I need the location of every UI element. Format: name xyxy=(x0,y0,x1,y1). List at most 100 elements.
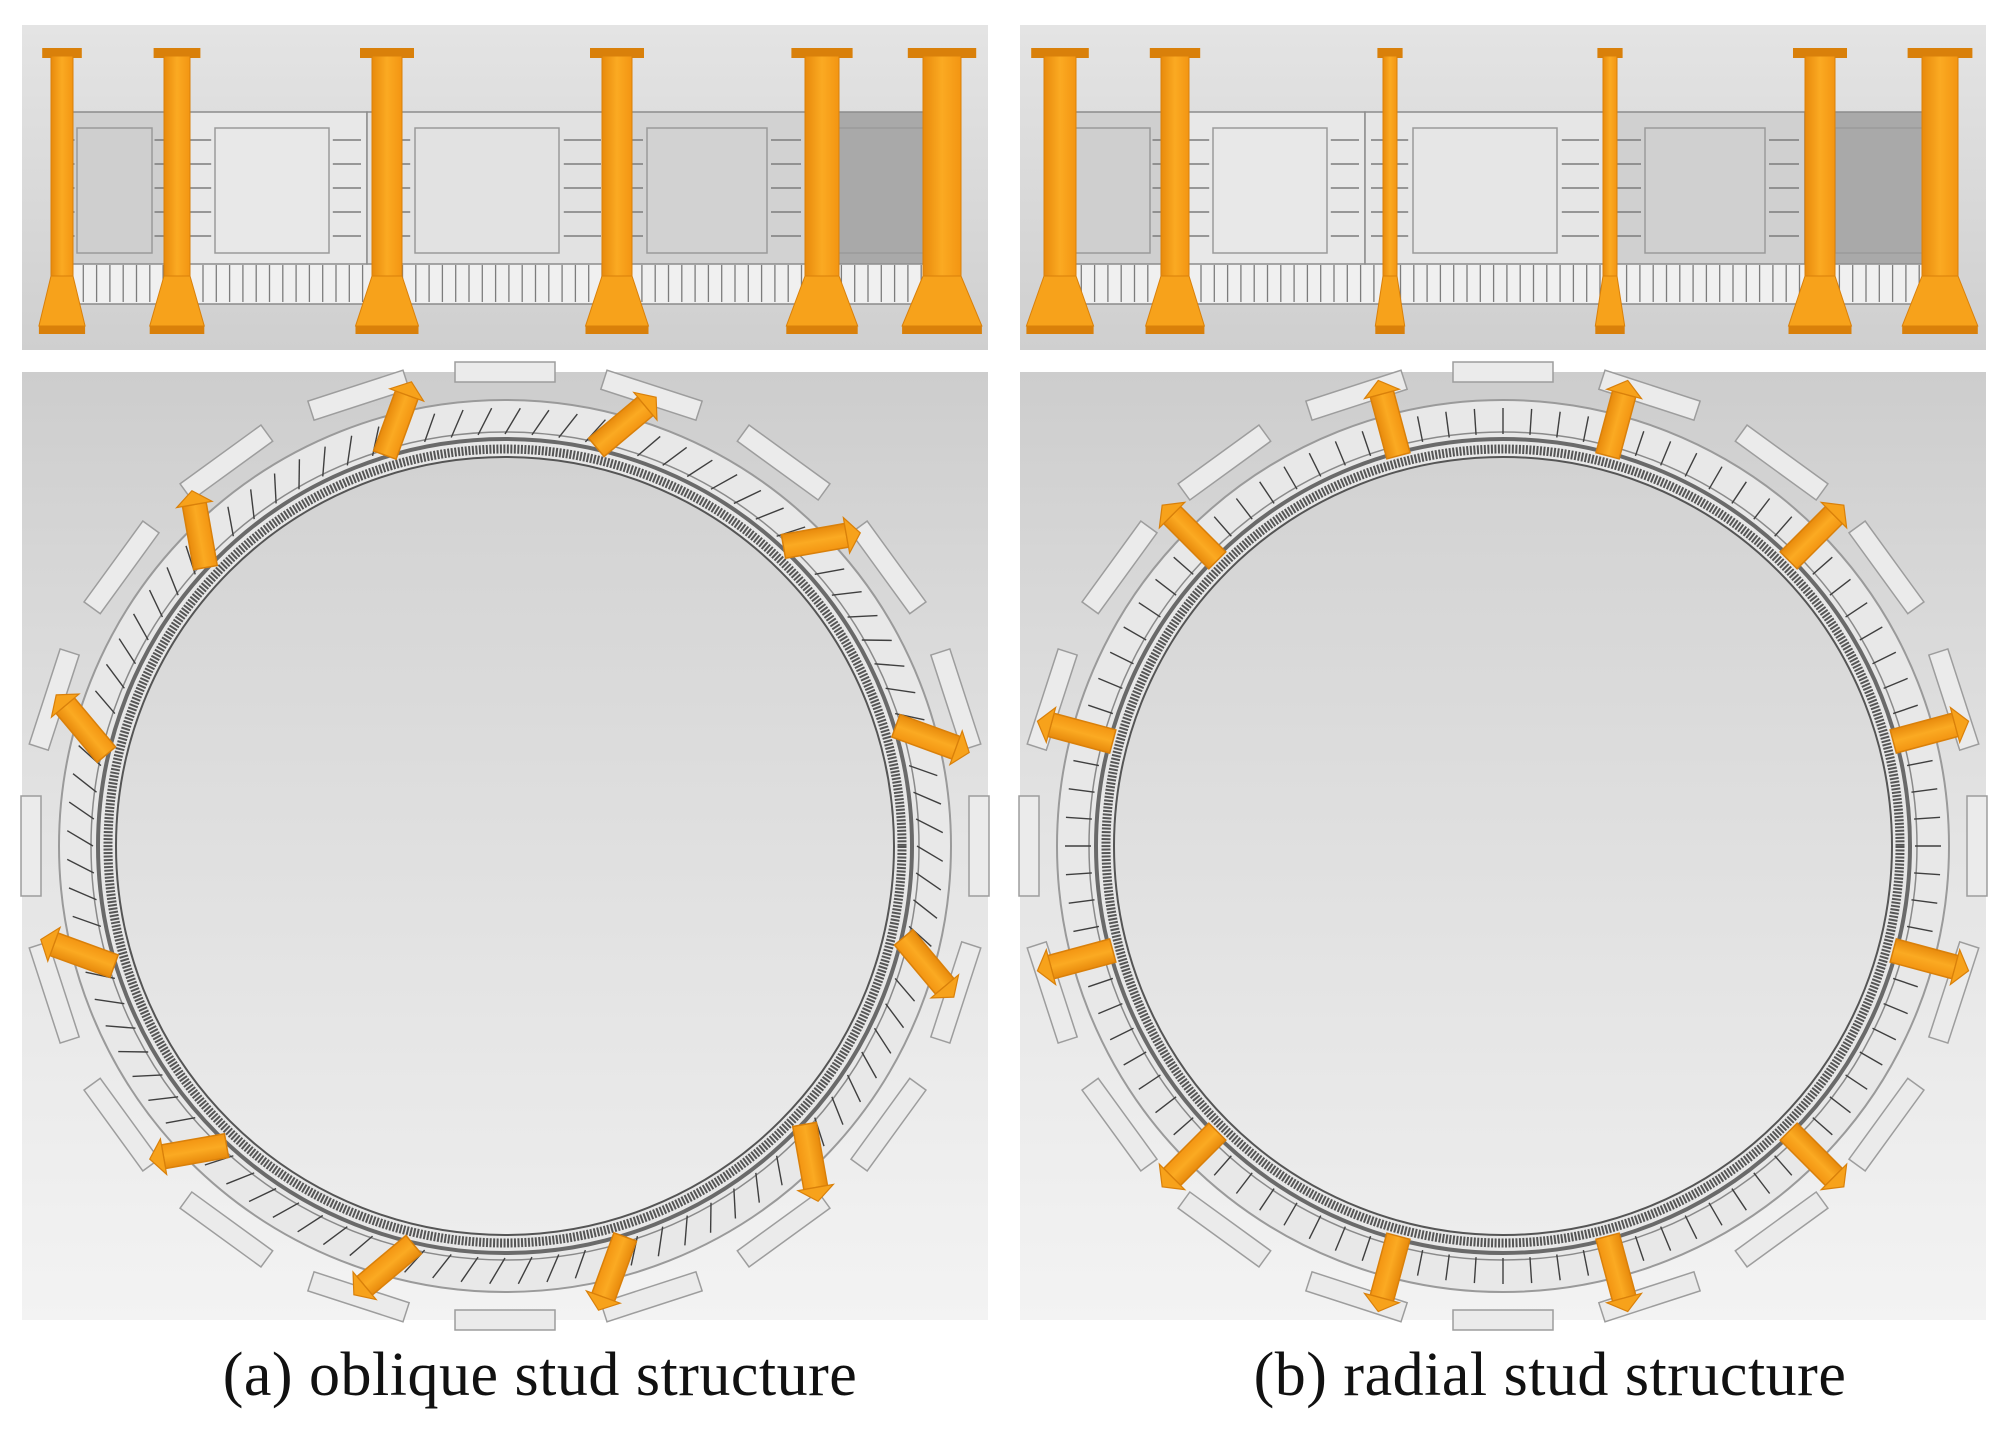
ring-pad-rect xyxy=(1452,1309,1554,1331)
ring-pad-rect xyxy=(82,520,161,615)
stud-shaft xyxy=(1921,55,1959,277)
ring-pad xyxy=(454,1309,556,1331)
ring-rib xyxy=(1123,1051,1147,1066)
ring-rib xyxy=(66,858,95,874)
caption-panel-b: (b) radial stud structure xyxy=(1253,1341,1847,1409)
ring-rib xyxy=(1829,1096,1851,1114)
ring-rib xyxy=(1065,816,1092,820)
ring-rib xyxy=(1906,759,1933,767)
stud-flange-top xyxy=(590,48,644,58)
ring-pad-rect xyxy=(1080,1077,1159,1172)
ring-pad-rect xyxy=(599,1270,704,1323)
ring-rib xyxy=(1065,872,1092,876)
ring-rib xyxy=(1859,626,1883,641)
panel-a-side-view-drawing xyxy=(38,48,983,334)
stud-plan-head xyxy=(1036,705,1057,745)
stud-plan xyxy=(1158,501,1227,570)
ring-rib xyxy=(423,413,436,443)
stud-plan xyxy=(890,713,970,767)
ring-rib xyxy=(885,687,916,694)
ring-rib xyxy=(1155,578,1177,596)
ring-rib xyxy=(1872,1027,1897,1041)
ring-rib xyxy=(1634,431,1645,457)
ring-rib xyxy=(226,1172,255,1185)
ring-rib xyxy=(1914,872,1941,876)
stud-side xyxy=(1901,48,1979,334)
ring-rib xyxy=(814,568,845,576)
ring-rib xyxy=(1235,498,1253,520)
stud-flange-top xyxy=(1149,48,1201,58)
stud-plan xyxy=(1036,705,1117,754)
stud-base xyxy=(1145,326,1205,334)
stud-base xyxy=(149,326,205,334)
module-inset xyxy=(1412,127,1558,254)
stud-plan-head xyxy=(1158,501,1187,530)
stud-plan xyxy=(587,391,658,458)
ring-rib xyxy=(346,435,353,466)
ring-pad xyxy=(1080,1077,1159,1172)
stud-base xyxy=(355,326,419,334)
ring-inner-disk xyxy=(115,456,895,1236)
ring-rib xyxy=(1283,1202,1298,1226)
ring-pad xyxy=(736,1190,831,1269)
stud-plan-head xyxy=(352,1270,378,1301)
ring-rib xyxy=(1088,977,1114,988)
ring-rib xyxy=(1883,677,1908,689)
ring-pad xyxy=(1080,520,1159,615)
ring-pad-rect xyxy=(1847,520,1926,615)
ring-rib xyxy=(489,1257,506,1285)
stud-plan xyxy=(175,489,219,571)
ring-rib xyxy=(1556,411,1561,438)
ring-rib xyxy=(894,977,916,1002)
ring-rib xyxy=(1416,416,1424,443)
ring-rib xyxy=(1872,651,1897,665)
ring-pad-rect xyxy=(1177,423,1272,502)
ring-rib xyxy=(1259,1188,1275,1211)
ring-rib xyxy=(710,473,738,490)
stud-flange-top xyxy=(1377,48,1403,58)
ring-pad xyxy=(179,1190,274,1269)
ring-rib xyxy=(105,1025,136,1029)
stud-flange-top xyxy=(1597,48,1623,58)
stud-base xyxy=(902,326,982,334)
ring-rib xyxy=(1911,788,1938,793)
panel-a-side-view xyxy=(22,25,988,350)
panel-a-top-view xyxy=(20,361,990,1331)
ring-pad-rect xyxy=(1966,795,1988,897)
ring-rib xyxy=(1068,788,1095,793)
ring-rib xyxy=(1911,899,1938,904)
ring-rib xyxy=(1660,1226,1672,1251)
ring-pad-rect xyxy=(1080,520,1159,615)
ring-rib xyxy=(916,845,944,862)
stud-plan-head xyxy=(1819,501,1848,530)
ring-rib xyxy=(460,1256,479,1283)
ring-rib xyxy=(322,446,326,477)
ring-rib xyxy=(1334,441,1346,466)
stud-side xyxy=(1144,48,1206,334)
stud-plan-head xyxy=(175,489,214,509)
ring-pad xyxy=(82,520,161,615)
stud-base xyxy=(1375,326,1405,334)
stud-side xyxy=(149,48,205,334)
ring-rib xyxy=(249,489,255,520)
ring-pad xyxy=(454,361,556,383)
ring-rib xyxy=(1529,1257,1533,1284)
ring-rib xyxy=(1073,759,1100,767)
stud-base xyxy=(585,326,649,334)
stud-shaft xyxy=(601,55,633,277)
stud-flange-top xyxy=(907,48,977,58)
ring-rib xyxy=(847,614,878,618)
ring-pad xyxy=(179,423,274,502)
stud-side xyxy=(1594,48,1626,334)
ring-rib xyxy=(733,1188,737,1219)
ring-rib xyxy=(297,1214,324,1233)
ring-rib xyxy=(1731,1188,1747,1211)
stud-foot xyxy=(1901,275,1979,327)
stud-plan xyxy=(148,1132,230,1176)
ring-pad xyxy=(929,647,982,752)
stud-plan xyxy=(1889,938,1970,987)
ring-rib xyxy=(72,915,102,928)
ring-rib xyxy=(1073,925,1100,933)
ring-pad xyxy=(1966,795,1988,897)
